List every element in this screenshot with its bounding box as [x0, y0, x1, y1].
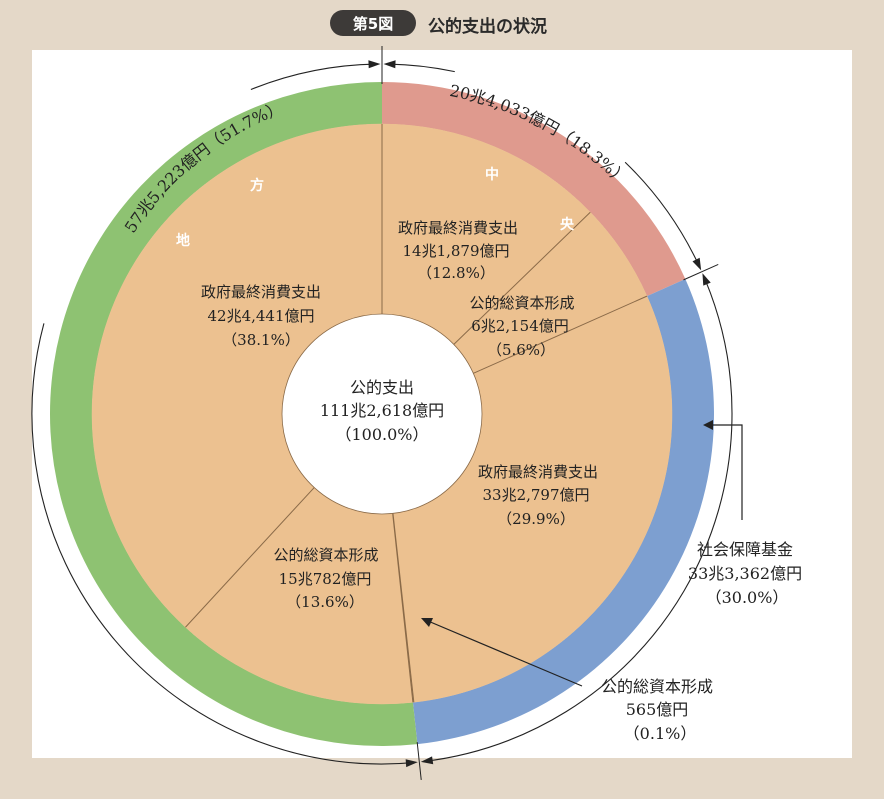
dim-arrowhead-1-1	[702, 273, 711, 286]
outer-segment-chuo	[382, 82, 686, 297]
center-label: 公的支出	[350, 378, 414, 397]
callout-small-capital-value: 565億円	[626, 700, 689, 719]
label-chuo-capital: 公的総資本形成	[469, 294, 574, 312]
pct-shakai-consumption: （29.9%）	[497, 510, 575, 528]
callout-small-capital-arrowhead	[421, 618, 433, 627]
label-shakai-consumption: 政府最終消費支出	[478, 463, 598, 481]
ring-label-chuo-1: 中	[485, 166, 499, 183]
inner-divider-5	[185, 487, 315, 628]
pct-chiho-consumption: （38.1%）	[222, 331, 300, 349]
figure-number-badge: 第5図	[330, 10, 416, 36]
pct-chiho-capital: （13.6%）	[286, 593, 364, 611]
value-shakai-consumption: 33兆2,797億円	[482, 486, 589, 504]
dim-arc-chiho-b	[250, 63, 376, 90]
divider-lines	[185, 124, 648, 703]
callout-shakai-arrow-line	[709, 424, 743, 520]
dim-arrowhead-2-0	[420, 756, 434, 765]
label-chiho-capital: 公的総資本形成	[273, 546, 378, 564]
dim-arrowhead-1-0	[692, 257, 702, 271]
dim-arc-chuo-a	[388, 63, 455, 73]
dim-tick-1	[683, 263, 719, 281]
value-chiho-consumption: 42兆4,441億円	[207, 307, 314, 325]
pct-chuo-consumption: （12.8%）	[417, 264, 495, 282]
outer-segment-chiho	[49, 82, 418, 747]
figure-header: 第5図 公的支出の状況	[0, 8, 884, 40]
ring-label-chiho-1: 方	[250, 177, 264, 194]
center-percent: （100.0%）	[335, 425, 428, 444]
center-hole	[281, 313, 483, 515]
pct-chuo-capital: （5.6%）	[487, 341, 555, 359]
dim-arrowhead-2-1	[405, 759, 418, 768]
inner-divider-2	[473, 295, 648, 374]
callout-shakai-arrowhead	[703, 420, 713, 430]
callout-shakai-pct: （30.0%）	[706, 588, 789, 607]
figure-title: 公的支出の状況	[428, 16, 547, 37]
dim-arc-chiho-a	[31, 323, 416, 765]
callout-small-capital-label: 公的総資本形成	[601, 677, 713, 696]
callout-shakai-label: 社会保障基金	[697, 540, 793, 559]
dim-arrowhead-0-1	[383, 60, 396, 69]
dim-tick-2	[416, 742, 422, 780]
inner-divider-1	[453, 211, 591, 345]
dim-arrowhead-0-0	[368, 60, 381, 69]
dim-arc-chuo-b	[624, 161, 699, 264]
dim-arc-shakai	[423, 279, 733, 763]
label-chiho-consumption: 政府最終消費支出	[201, 283, 321, 301]
center-value: 111兆2,618億円	[320, 401, 444, 420]
callout-small-capital-line	[427, 620, 583, 687]
value-chuo-capital: 6兆2,154億円	[471, 317, 569, 335]
value-chiho-capital: 15兆782億円	[279, 570, 372, 588]
dimension-arcs	[31, 46, 733, 780]
value-chuo-consumption: 14兆1,879億円	[402, 242, 509, 260]
callout-small-capital-pct: （0.1%）	[624, 724, 697, 743]
callout-shakai-value: 33兆3,362億円	[688, 564, 802, 583]
label-chuo-consumption: 政府最終消費支出	[398, 219, 518, 237]
inner-ring	[91, 123, 673, 705]
ring-label-chuo-2: 央	[560, 216, 575, 233]
ring-label-chiho-2: 地	[176, 232, 190, 249]
inner-divider-4	[392, 513, 414, 703]
